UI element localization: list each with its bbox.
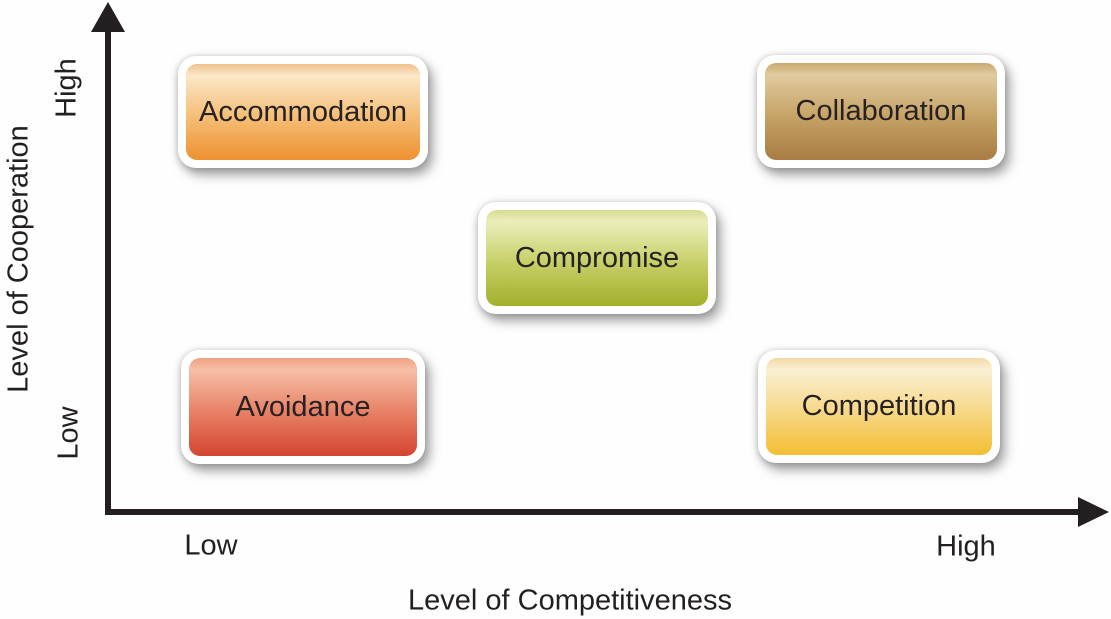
box-avoidance-label: Avoidance <box>235 390 371 423</box>
x-axis-tick-low: Low <box>184 529 238 562</box>
box-competition-surface: Competition <box>766 358 992 455</box>
box-compromise-surface: Compromise <box>486 210 708 306</box>
box-collaboration: Collaboration <box>757 55 1005 168</box>
right-arrowhead-icon <box>1078 497 1109 527</box>
box-accommodation: Accommodation <box>178 56 428 168</box>
box-collaboration-label: Collaboration <box>795 95 967 127</box>
box-compromise: Compromise <box>478 202 716 314</box>
box-collaboration-surface: Collaboration <box>765 63 997 160</box>
box-competition: Competition <box>758 350 1000 463</box>
up-arrowhead-icon <box>91 2 125 32</box>
y-axis-line <box>105 24 111 514</box>
box-competition-label: Competition <box>801 390 957 422</box>
box-avoidance: Avoidance <box>181 350 425 464</box>
y-axis-tick-low: Low <box>52 406 85 460</box>
x-axis-tick-high: High <box>936 530 996 563</box>
x-axis-line <box>105 509 1080 515</box>
y-axis-title: Level of Cooperation <box>2 125 35 393</box>
y-axis-tick-high: High <box>50 58 83 118</box>
box-accommodation-label: Accommodation <box>199 95 407 128</box>
box-compromise-label: Compromise <box>514 241 680 274</box>
x-axis-title: Level of Competitiveness <box>408 584 732 617</box>
box-accommodation-surface: Accommodation <box>186 64 420 160</box>
box-avoidance-surface: Avoidance <box>189 358 417 456</box>
